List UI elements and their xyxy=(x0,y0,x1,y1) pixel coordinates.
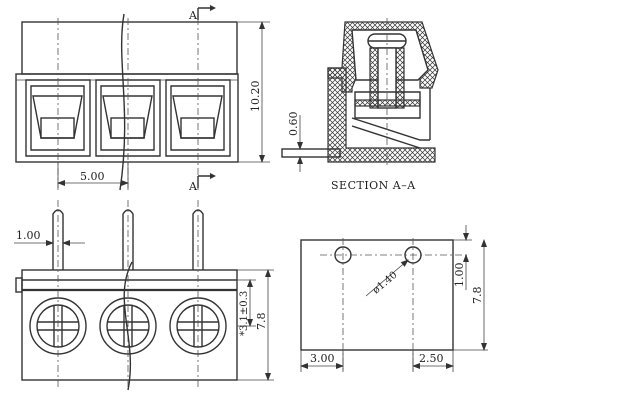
dim-pin-thickness: 0.60 xyxy=(287,112,300,137)
top-view-body-upper xyxy=(21,21,238,75)
dim-screw-height-label: *3.1±0.3 xyxy=(239,291,250,336)
dim-height-top: 10.20 xyxy=(238,21,270,163)
section-marker: A A xyxy=(188,5,216,193)
dim-body-height-label: 7.8 xyxy=(255,313,268,331)
dim-pin-width: 1.00 xyxy=(14,229,85,246)
break-line-top xyxy=(119,13,126,191)
section-marker-top: A xyxy=(188,9,198,22)
dim-body-height: 7.8 xyxy=(237,269,274,381)
dim-screw-height: *3.1±0.3 xyxy=(237,279,256,336)
dim-pin-width-label: 1.00 xyxy=(16,229,41,242)
dim-pitch: 5.00 xyxy=(57,162,129,188)
dim-hole-offset: 1.00 xyxy=(453,225,472,290)
pcb-outline xyxy=(300,239,454,351)
dim-pcb-left: 3.00 xyxy=(300,350,344,372)
dim-pcb-left-label: 3.00 xyxy=(310,352,335,365)
dim-pcb-height: 7.8 xyxy=(453,239,488,351)
top-view-slot-3 xyxy=(165,79,231,157)
section-marker-bottom: A xyxy=(188,180,198,193)
dim-pcb-right: 2.50 xyxy=(412,350,454,372)
dim-pitch-label: 5.00 xyxy=(80,170,105,183)
dim-pcb-right-label: 2.50 xyxy=(419,352,444,365)
top-view-slot-1 xyxy=(25,79,91,157)
front-view: 1.00 *3.1±0.3 7.8 xyxy=(14,200,274,391)
dim-height-label: 10.20 xyxy=(249,81,262,113)
top-view: A A 5.00 10.20 xyxy=(15,5,270,193)
section-view: 0.60 SECTION A–A xyxy=(281,18,439,192)
top-view-body-lower xyxy=(15,73,239,163)
top-view-slot-2 xyxy=(95,79,161,157)
break-line-front xyxy=(123,261,133,391)
pcb-view: ø1.40 1.00 7.8 3.00 2.50 xyxy=(300,225,488,372)
dim-pcb-height-label: 7.8 xyxy=(471,287,484,305)
section-pin xyxy=(281,148,341,158)
section-caption: SECTION A–A xyxy=(331,179,416,192)
dim-hole-offset-label: 1.00 xyxy=(453,263,466,288)
dim-hole-diameter: ø1.40 xyxy=(371,270,400,297)
